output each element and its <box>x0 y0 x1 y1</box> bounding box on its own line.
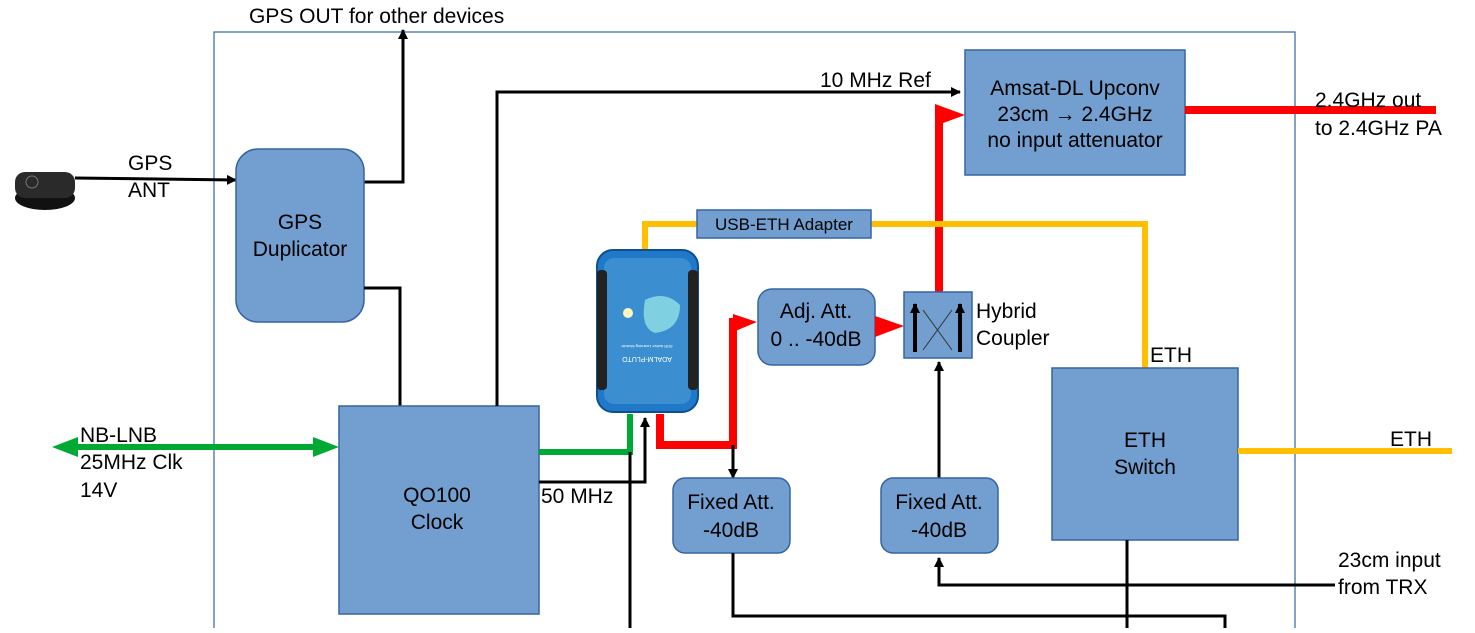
hybrid-to-upconv-line <box>935 111 945 292</box>
fixed-att-1-out-line <box>731 553 1227 628</box>
rf-arrow-hybrid <box>875 316 904 337</box>
out-24ghz-label: 2.4GHz out <box>1315 89 1421 112</box>
hybrid-label: Hybrid <box>976 300 1037 323</box>
eth-top-label: ETH <box>1150 344 1192 367</box>
nb-lnb-label: NB-LNB <box>80 424 157 447</box>
upconverter-label: Amsat-DL Upconv <box>990 77 1160 100</box>
qo100-clock-box <box>338 405 540 615</box>
gps-duplicator-label-2: Duplicator <box>253 238 348 261</box>
input-23cm-label: 23cm input <box>1338 549 1441 572</box>
lnb-arrow-left <box>52 437 78 457</box>
pluto-name: ADALM-PLUTO <box>622 355 672 362</box>
gps-ant-label-2: ANT <box>128 179 170 202</box>
input-23cm-label-2: from TRX <box>1338 576 1427 599</box>
usb-eth-adapter-label: USB-ETH Adapter <box>715 215 853 234</box>
clk-50mhz-line <box>539 417 650 484</box>
eth-switch-box <box>1051 367 1239 541</box>
adalm-pluto-device: ADALM-PLUTO SDR Active Learning Module <box>596 249 699 413</box>
ref-10mhz-line <box>495 87 961 406</box>
rf-arrow <box>935 104 965 126</box>
usb-eth-line <box>642 221 1148 368</box>
eth-right-label: ETH <box>1390 428 1432 451</box>
upconverter-label-2: 23cm → 2.4GHz <box>997 103 1152 126</box>
eth-switch-label-2: Switch <box>1114 456 1176 479</box>
pluto-rx-green-line <box>539 414 633 455</box>
adj-att-label: Adj. Att. <box>780 300 852 323</box>
upconverter-label-3: no input attenuator <box>987 129 1162 152</box>
fixed-att-2-box <box>880 477 999 554</box>
gps-out-label: GPS OUT for other devices <box>249 5 504 28</box>
out-24ghz-label-2: to 2.4GHz PA <box>1315 117 1442 140</box>
clk-50mhz-label: 50 MHz <box>541 485 613 508</box>
gps-antenna-icon <box>15 172 75 210</box>
gps-duplicator-label: GPS <box>278 211 322 234</box>
fixed-att-1-label-2: -40dB <box>703 519 759 542</box>
input-23cm-line <box>934 557 1335 587</box>
fixed-att-1-label: Fixed Att. <box>687 491 775 514</box>
fixed-att-2-label: Fixed Att. <box>895 491 983 514</box>
fixed-att-2-label-2: -40dB <box>911 519 967 542</box>
gps-ant-line <box>74 174 237 185</box>
rf-arrow-adj <box>733 314 757 332</box>
qo100-clock-label-2: Clock <box>411 511 464 534</box>
enclosure-border <box>213 31 1296 633</box>
pluto-subtitle: SDR Active Learning Module <box>621 344 673 349</box>
ref-10mhz-label: 10 MHz Ref <box>820 69 931 92</box>
qo100-clock-label: QO100 <box>403 484 471 507</box>
nb-lnb-label-3: 14V <box>80 479 117 502</box>
adj-att-label-2: 0 .. -40dB <box>770 328 861 351</box>
upconverter-box <box>964 49 1186 176</box>
gps-ant-label: GPS <box>128 152 172 175</box>
eth-switch-label: ETH <box>1124 429 1166 452</box>
gps-to-clock-line <box>364 286 402 406</box>
gps-duplicator-box <box>235 148 365 323</box>
usb-eth-adapter-box <box>696 209 872 239</box>
lnb-arrow-right <box>313 437 339 457</box>
gps-out-line <box>364 29 408 184</box>
hybrid-label-2: Coupler <box>976 327 1050 350</box>
hybrid-coupler-box <box>903 291 973 359</box>
nb-lnb-label-2: 25MHz Clk <box>80 451 183 474</box>
